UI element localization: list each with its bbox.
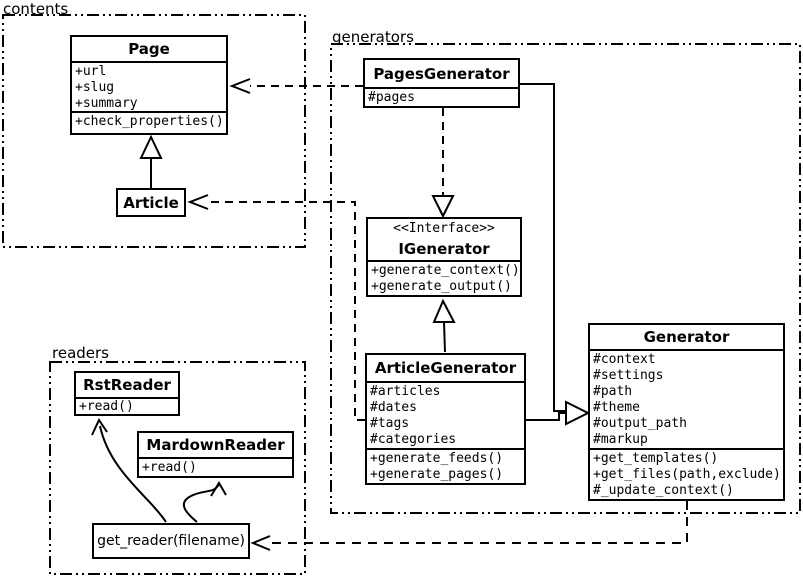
class-generator: Generator #context #settings #path #them… — [588, 323, 785, 501]
class-article-name: Article — [123, 193, 179, 212]
uml-method: +get_files(path,exclude) — [593, 467, 781, 482]
class-pagesgenerator-name: PagesGenerator — [373, 64, 510, 83]
arrow-getreader-rstreader-line — [99, 425, 167, 523]
class-igenerator: <<Interface>> IGenerator +generate_conte… — [366, 217, 522, 297]
uml-attribute: #markup — [593, 432, 648, 447]
class-page-methods: +check_properties() — [72, 111, 226, 133]
class-article: Article — [116, 188, 186, 217]
class-pagesgenerator: PagesGenerator #pages — [363, 58, 520, 108]
uml-attribute: #settings — [593, 368, 664, 383]
package-border-readers — [49, 361, 306, 575]
uml-attribute: #theme — [593, 400, 640, 415]
dependency-pagesgenerator-page-arrowhead — [229, 78, 251, 94]
class-igenerator-header: <<Interface>> IGenerator — [368, 219, 520, 260]
package-border-generators — [330, 43, 801, 514]
realization-pagesgenerator-igenerator-arrowhead — [431, 195, 455, 219]
generalization-article-page-arrowhead — [139, 134, 163, 159]
dependency-generator-getreader-line — [270, 501, 688, 544]
class-page-attributes: +url +slug +summary — [72, 61, 226, 111]
uml-attribute: #articles — [370, 384, 441, 399]
package-label-generators: generators — [332, 28, 414, 46]
class-generator-attributes: #context #settings #path #theme #output_… — [590, 349, 783, 448]
class-generator-name: Generator — [643, 328, 730, 346]
uml-method: +read() — [142, 460, 197, 475]
uml-attribute: #path — [593, 384, 633, 399]
uml-attribute: #tags — [370, 416, 410, 431]
class-rstreader: RstReader +read() — [74, 371, 180, 416]
uml-method: #_update_context() — [593, 483, 734, 498]
class-igenerator-stereotype: <<Interface>> — [393, 221, 495, 236]
class-mardownreader-methods: +read() — [139, 457, 292, 476]
uml-attribute: +summary — [75, 96, 138, 111]
uml-method: +get_templates() — [593, 451, 719, 466]
uml-method: +generate_pages() — [370, 467, 504, 482]
uml-method: +read() — [79, 399, 134, 414]
class-articlegenerator-name: ArticleGenerator — [374, 359, 517, 377]
uml-method: +generate_output() — [371, 279, 512, 294]
uml-attribute: +url — [75, 64, 107, 79]
package-label-readers: readers — [52, 344, 109, 362]
class-igenerator-methods: +generate_context() +generate_output() — [368, 260, 520, 295]
uml-attribute: #context — [593, 352, 656, 367]
uml-attribute: #output_path — [593, 416, 687, 431]
uml-attribute: #dates — [370, 400, 417, 415]
dependency-generator-getreader-arrowhead — [250, 535, 271, 551]
generalization-pagesgenerator-generator-line — [520, 83, 566, 412]
class-page-name: Page — [128, 40, 170, 58]
uml-attribute: #categories — [370, 432, 457, 447]
class-mardownreader: MardownReader +read() — [137, 431, 294, 478]
uml-method: +generate_context() — [371, 263, 520, 278]
arrow-getreader-mardownreader-line — [182, 483, 220, 523]
class-pagesgenerator-attributes: #pages — [365, 87, 518, 106]
class-igenerator-name: IGenerator — [398, 239, 490, 258]
class-articlegenerator: ArticleGenerator #articles #dates #tags … — [365, 353, 526, 485]
generalization-articlegenerator-igenerator-arrowhead — [432, 298, 456, 323]
uml-attribute: #pages — [368, 90, 415, 105]
class-mardownreader-name: MardownReader — [146, 436, 285, 454]
getreader-function-box: get_reader(filename) — [92, 523, 250, 559]
class-articlegenerator-attributes: #articles #dates #tags #categories — [367, 381, 524, 448]
class-page: Page +url +slug +summary +check_properti… — [70, 35, 228, 135]
class-articlegenerator-methods: +generate_feeds() +generate_pages() — [367, 448, 524, 483]
generalization-articlegenerator-igenerator-line — [443, 321, 446, 353]
arrow-getreader-rstreader-arrowhead — [91, 417, 108, 436]
class-rstreader-methods: +read() — [76, 397, 178, 414]
package-label-contents: contents — [3, 0, 69, 18]
uml-method: +check_properties() — [75, 114, 224, 129]
generalization-articlegenerator-generator-line — [526, 412, 566, 421]
dependency-articlegenerator-article-line — [208, 201, 365, 421]
class-rstreader-name: RstReader — [83, 376, 171, 394]
dependency-articlegenerator-article-arrowhead — [187, 194, 209, 210]
arrow-getreader-mardownreader-arrowhead — [210, 481, 227, 497]
uml-attribute: +slug — [75, 80, 115, 95]
class-generator-methods: +get_templates() +get_files(path,exclude… — [590, 448, 783, 499]
package-border-contents — [2, 14, 306, 248]
uml-method: +generate_feeds() — [370, 451, 504, 466]
generalization-generator-arrowhead — [565, 400, 591, 426]
getreader-function-label: get_reader(filename) — [97, 533, 245, 549]
